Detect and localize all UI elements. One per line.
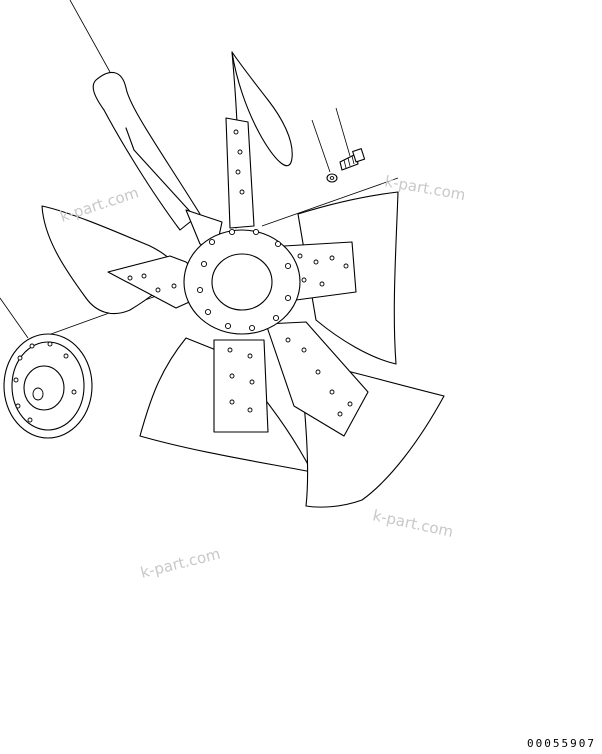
washer xyxy=(326,173,338,183)
arm-holes xyxy=(127,129,353,417)
bolt xyxy=(339,148,366,171)
fan-assembly xyxy=(41,51,445,508)
watermark: k-part.com xyxy=(371,506,455,541)
watermark: k-part.com xyxy=(139,545,223,582)
watermark: k-part.com xyxy=(58,183,141,225)
fan-pulley xyxy=(3,333,93,439)
hub-holes xyxy=(196,228,292,332)
document-number: 00055907 xyxy=(527,737,596,750)
